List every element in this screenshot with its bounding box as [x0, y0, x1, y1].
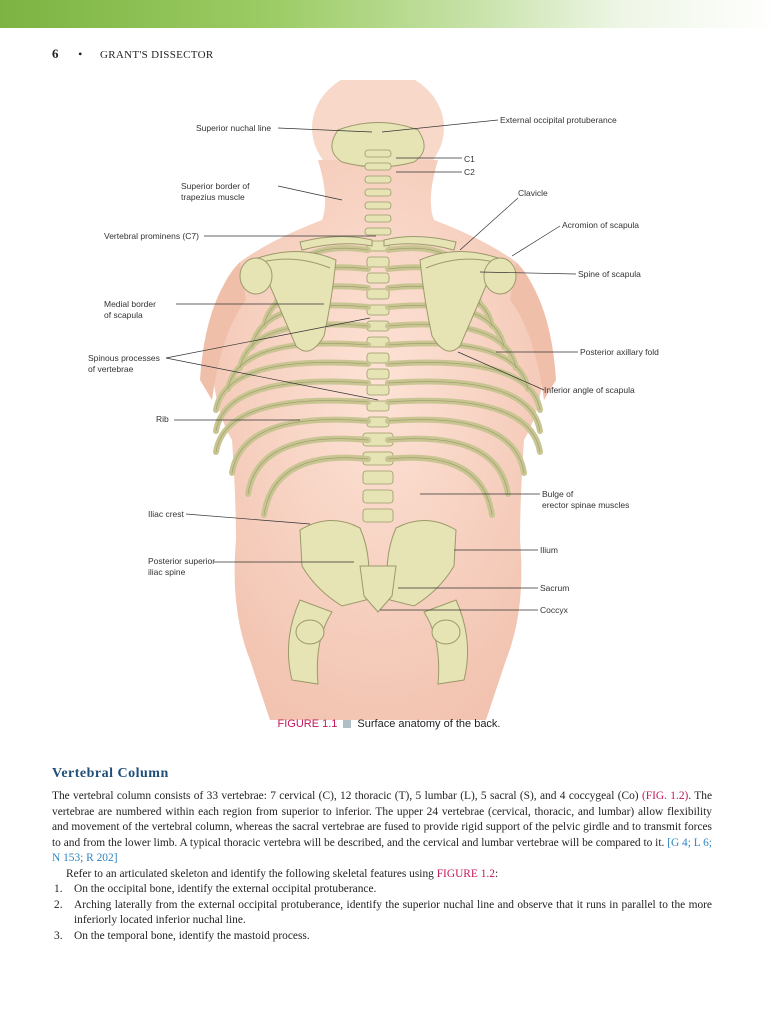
header-bullet: • [78, 47, 83, 61]
label-coccyx: Coccyx [540, 605, 568, 615]
label-c2: C2 [464, 167, 475, 177]
intro-paragraph: The vertebral column consists of 33 vert… [52, 789, 712, 867]
vertebra [364, 175, 392, 184]
paragraph-text-1: The vertebral column consists of 33 vert… [52, 790, 642, 802]
step-text: On the temporal bone, identify the masto… [74, 929, 310, 942]
pelvis [287, 519, 469, 685]
label-external-occipital-protuberance: External occipital protuberance [500, 115, 617, 125]
running-head: 6 • GRANT'S DISSECTOR [52, 46, 214, 62]
rib-outline [231, 419, 369, 474]
figure-1-2-link[interactable]: (FIG. 1.2) [641, 790, 689, 802]
header-color-bar [0, 0, 778, 28]
step-number: 2. [54, 898, 63, 911]
rib-outline [239, 324, 369, 369]
step-number: 1. [54, 883, 63, 895]
skull-base [331, 122, 425, 168]
label-medial-border: Medial border of scapula [104, 299, 156, 320]
rib-outline [263, 457, 369, 516]
list-item: 1. On the occipital bone, identify the ex… [52, 882, 712, 898]
figure-1-2-link-2[interactable]: FIGURE 1.2 [436, 867, 495, 880]
vertebra [364, 162, 392, 171]
book-title: GRANT'S DISSECTOR [99, 49, 214, 61]
section-title: Vertebral Column [52, 766, 169, 781]
label-bulge-erector: Bulge of erector spinae muscles [542, 489, 630, 510]
dissection-steps-list: 1. On the occipital bone, identify the ex… [52, 882, 712, 944]
step-text: Arching laterally from the external occi… [74, 898, 712, 927]
vertebra [366, 368, 390, 380]
back-anatomy-illustration [165, 80, 578, 720]
leader-lines [165, 119, 578, 611]
vertebra [364, 227, 392, 236]
rib-outline [387, 381, 541, 432]
label-clavicle: Clavicle [518, 188, 548, 198]
rib-outline [387, 400, 541, 453]
rib-outline [387, 457, 493, 516]
instruction-text: Refer to an articulated skeleton and ide… [66, 867, 437, 880]
caption-separator-square [343, 720, 352, 728]
instruction-paragraph: Refer to an articulated skeleton and ide… [52, 867, 712, 883]
rib-outline [387, 343, 529, 390]
vertebra [366, 352, 390, 364]
figure-number: FIGURE 1.1 [277, 718, 338, 730]
rib-outline [227, 343, 369, 390]
atlas-references-link[interactable]: [G 4; L 6; N 153; R 202] [52, 836, 713, 865]
label-acromion: Acromion of scapula [562, 220, 640, 230]
step-number: 3. [54, 929, 63, 942]
rib-outline [215, 362, 369, 411]
vertebra [364, 149, 392, 158]
paragraph-text-2: . The vertebrae are numbered within each… [52, 790, 713, 849]
vertebra [362, 489, 394, 504]
label-posterior-axillary-fold: Posterior axillary fold [580, 347, 659, 357]
body-text: The vertebral column consists of 33 vert… [52, 789, 712, 944]
label-superior-border-trapezius: Superior border of trapezius muscle [181, 181, 250, 202]
label-vertebral-prominens: Vertebral prominens (C7) [104, 231, 199, 241]
vertebra [366, 304, 390, 316]
vertebra [366, 272, 390, 284]
label-spine-of-scapula: Spine of scapula [578, 269, 641, 279]
label-iliac-crest: Iliac crest [148, 509, 184, 519]
vertebra [366, 400, 390, 412]
vertebra [362, 508, 394, 523]
rib-outline [215, 381, 369, 432]
list-item: 3. On the temporal bone, identify the mas… [52, 929, 712, 945]
rib-outline [247, 438, 369, 495]
vertebra [366, 256, 390, 268]
rib-outline [387, 419, 525, 474]
label-psis: Posterior superior iliac spine [148, 556, 216, 577]
label-superior-nuchal-line: Superior nuchal line [196, 123, 272, 133]
list-item: 2. Arching laterally from the external oc… [52, 898, 712, 929]
label-sacrum: Sacrum [540, 583, 570, 593]
vertebra [364, 214, 392, 223]
label-rib: Rib [156, 414, 169, 424]
vertebra [366, 384, 390, 396]
step-text: On the occipital bone, identify the exte… [74, 883, 377, 895]
label-c1: C1 [464, 154, 475, 164]
vertebra [366, 288, 390, 300]
rib-outline [215, 400, 369, 453]
label-spinous-processes: Spinous processes of vertebrae [88, 353, 160, 374]
figure-caption: FIGURE 1.1 Surface anatomy of the back. [0, 718, 778, 730]
humerus-heads [239, 257, 517, 295]
vertebral-column [362, 149, 394, 523]
page-number: 6 [52, 46, 59, 61]
shoulder-girdle [257, 235, 499, 352]
rib-outline [387, 438, 509, 495]
instruction-colon: : [494, 867, 499, 880]
label-ilium: Ilium [540, 545, 558, 555]
vertebra [364, 201, 392, 210]
vertebra [364, 188, 392, 197]
label-inferior-angle: Inferior angle of scapula [544, 385, 635, 395]
figure-caption-text: Surface anatomy of the back. [357, 718, 501, 730]
rib-outline [387, 362, 541, 411]
rib-outline [387, 324, 517, 369]
vertebra [362, 470, 394, 485]
